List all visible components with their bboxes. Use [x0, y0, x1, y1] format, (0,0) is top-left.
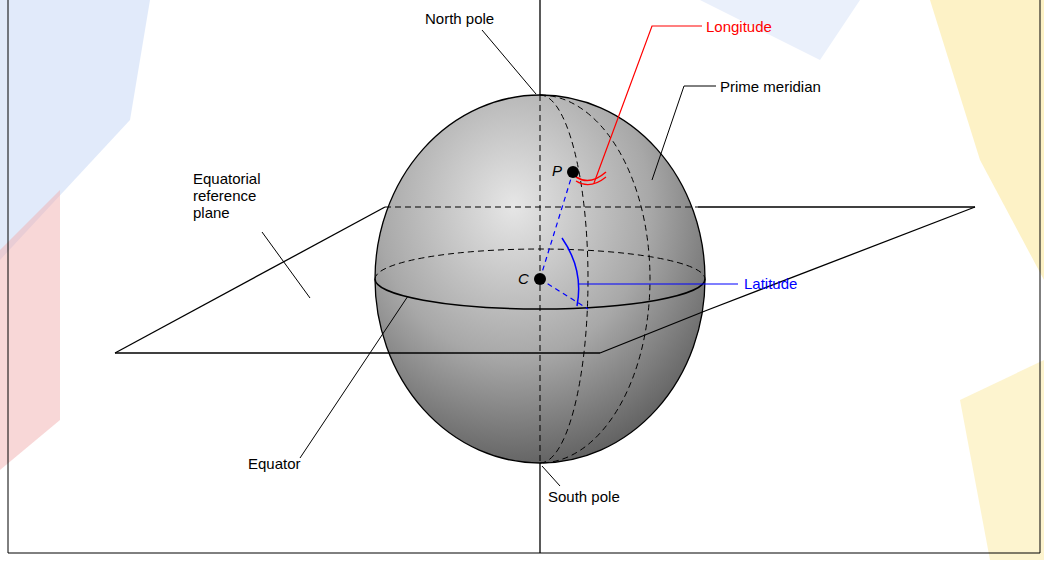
label-text: Latitude	[744, 275, 797, 292]
label-text: C	[518, 270, 529, 287]
label-text: South pole	[548, 488, 620, 505]
label-text: P	[552, 162, 562, 179]
label-text: Prime meridian	[720, 78, 821, 95]
label-text: North pole	[425, 10, 494, 27]
label-text: Longitude	[706, 18, 772, 35]
label-text: Equator	[248, 455, 301, 472]
label-text: Equatorial reference plane	[193, 170, 283, 221]
